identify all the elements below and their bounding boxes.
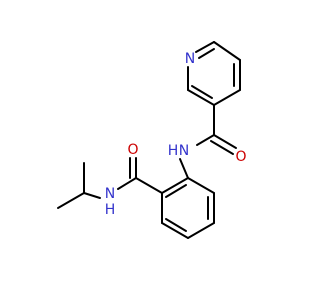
bond xyxy=(135,177,163,194)
bond xyxy=(83,192,101,199)
bond xyxy=(165,184,187,198)
bond xyxy=(187,222,215,239)
amide2-hydrogen-label: H xyxy=(105,202,116,218)
bond xyxy=(210,140,234,155)
bond xyxy=(179,158,189,179)
bond xyxy=(196,134,215,146)
bond xyxy=(213,41,241,61)
benzene-ring xyxy=(161,177,215,239)
bond xyxy=(165,218,187,232)
bond xyxy=(191,85,213,99)
bond xyxy=(187,177,215,194)
amide2-nitrogen-label: N xyxy=(105,186,115,202)
molecule-structure: N O N H O N H xyxy=(57,41,247,239)
amide1-hydrogen-label: H xyxy=(168,143,179,159)
bond xyxy=(187,89,215,106)
bond xyxy=(57,192,85,209)
bond xyxy=(117,177,137,190)
bond xyxy=(213,89,241,106)
amide1-oxygen-label: O xyxy=(235,149,246,165)
pyridine-nitrogen-label: N xyxy=(185,51,195,67)
bond xyxy=(161,177,189,194)
bond xyxy=(195,41,215,53)
amide2-oxygen-label: O xyxy=(127,142,138,158)
bond xyxy=(213,134,237,149)
bond xyxy=(198,48,215,59)
bond xyxy=(161,222,189,239)
pyridine-ring xyxy=(187,41,241,106)
amide1-nitrogen-label: N xyxy=(179,143,189,159)
